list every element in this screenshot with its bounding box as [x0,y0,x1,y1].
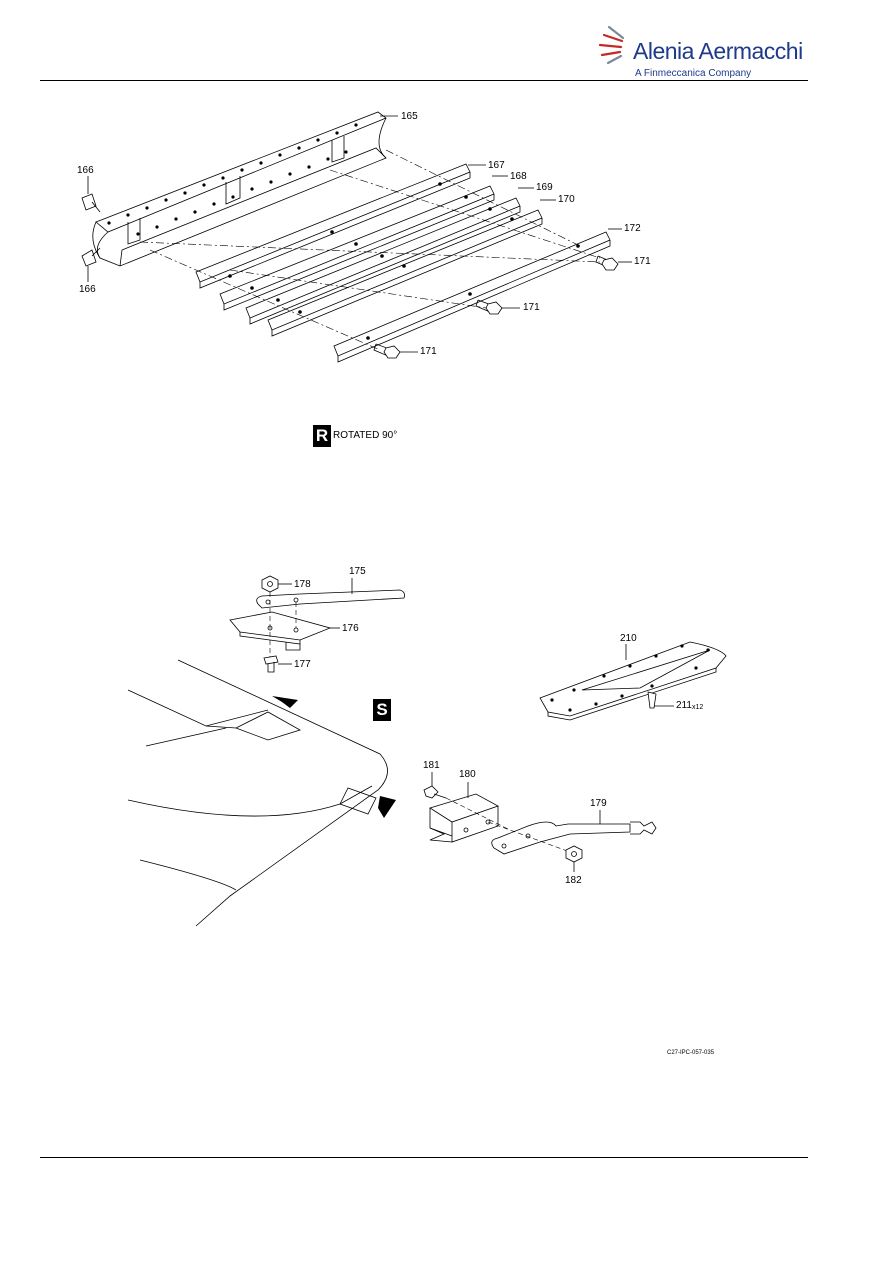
wing-surface [128,660,388,926]
callout-210: 210 [620,633,637,644]
alignment-lines [140,150,600,350]
strip-170 [268,200,556,336]
rod-179 [492,810,656,854]
callout-171-right: 171 [634,256,651,267]
part-165-channel [93,112,398,266]
callout-179: 179 [590,798,607,809]
callout-175: 175 [349,566,366,577]
footer-rule [40,1157,808,1158]
strip-169 [246,188,534,324]
view-arrow-lower-icon [378,796,396,818]
view-arrow-upper-icon [272,696,298,708]
callout-172: 172 [624,223,641,234]
callout-180: 180 [459,769,476,780]
callout-170: 170 [558,194,575,205]
bracket-180 [430,782,498,842]
figure-code: C27-IPC-057-035 [667,1050,715,1056]
plate-176 [230,612,340,650]
callout-211-number: 211 [676,700,692,711]
callout-178: 178 [294,579,311,590]
company-name: Alenia Aermacchi [633,38,803,64]
callout-177: 177 [294,659,311,670]
bracket-alignment [446,798,570,852]
view-badge-s: S [373,699,391,721]
callout-171-lower: 171 [420,346,437,357]
callout-166-lower: 166 [79,284,96,295]
callout-211-quantity: x12 [691,704,704,711]
callout-182: 182 [565,875,582,886]
rod-175 [257,578,405,608]
bolt-181 [424,772,446,798]
callout-165: 165 [401,111,418,122]
callout-211: 211x12 [676,700,703,712]
bolt-171-lower [374,344,418,358]
bolt-171-right [596,256,632,270]
screw-211 [648,692,674,708]
nut-182 [566,846,582,872]
rivet-166-lower [82,248,100,282]
rivet-166-upper [82,176,100,212]
callout-171-middle: 171 [523,302,540,313]
callout-176: 176 [342,623,359,634]
callout-167: 167 [488,160,505,171]
nut-178 [262,576,292,592]
bolt-171-middle [476,300,520,314]
callout-168: 168 [510,171,527,182]
view-badge-r: R [313,425,331,447]
strip-holes [228,182,580,340]
bolt-177 [264,656,292,672]
callout-181: 181 [423,760,440,771]
strip-172 [334,229,622,362]
plate-210 [540,642,726,720]
callout-169: 169 [536,182,553,193]
header-rule [40,80,808,81]
view-note-rotated: ROTATED 90° [333,430,398,441]
company-logo-mark-icon [0,0,893,100]
company-subtitle: A Finmeccanica Company [635,68,752,79]
callout-166-upper: 166 [77,165,94,176]
vertical-alignment [270,592,296,660]
